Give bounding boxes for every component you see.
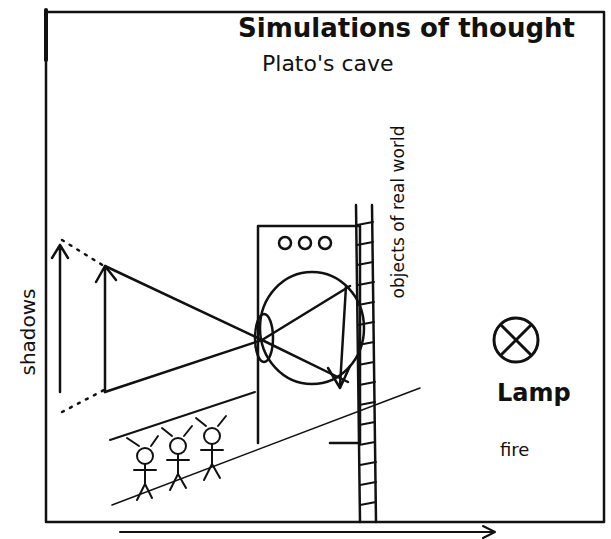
frame-accent [44, 10, 48, 60]
ground-line [110, 392, 255, 440]
ray [105, 266, 348, 382]
fire-label: fire [500, 440, 529, 460]
frame [46, 10, 604, 522]
lens [255, 314, 273, 362]
prisoners [127, 416, 226, 500]
dotted-guide [62, 240, 104, 266]
ray [105, 286, 350, 392]
subtitle-text: Plato's cave [262, 52, 394, 76]
inverted-arrow [328, 286, 350, 388]
ladder [356, 205, 376, 522]
small-circle [319, 237, 331, 249]
title-text: Simulations of thought [238, 14, 575, 43]
shadows-label: shadows [17, 288, 39, 375]
objects-label: objects of real world [389, 126, 408, 299]
dotted-guide [62, 390, 104, 412]
ladder-rungs [357, 222, 376, 505]
ground-line [112, 388, 420, 505]
bottom-arrow [120, 526, 495, 538]
lamp-symbol [494, 318, 538, 362]
small-circle [279, 237, 291, 249]
lamp-cross [502, 326, 530, 354]
small-circle [299, 237, 311, 249]
small-arrow [96, 266, 116, 392]
shadow-arrow [52, 245, 68, 392]
lamp-label: Lamp [497, 380, 571, 406]
